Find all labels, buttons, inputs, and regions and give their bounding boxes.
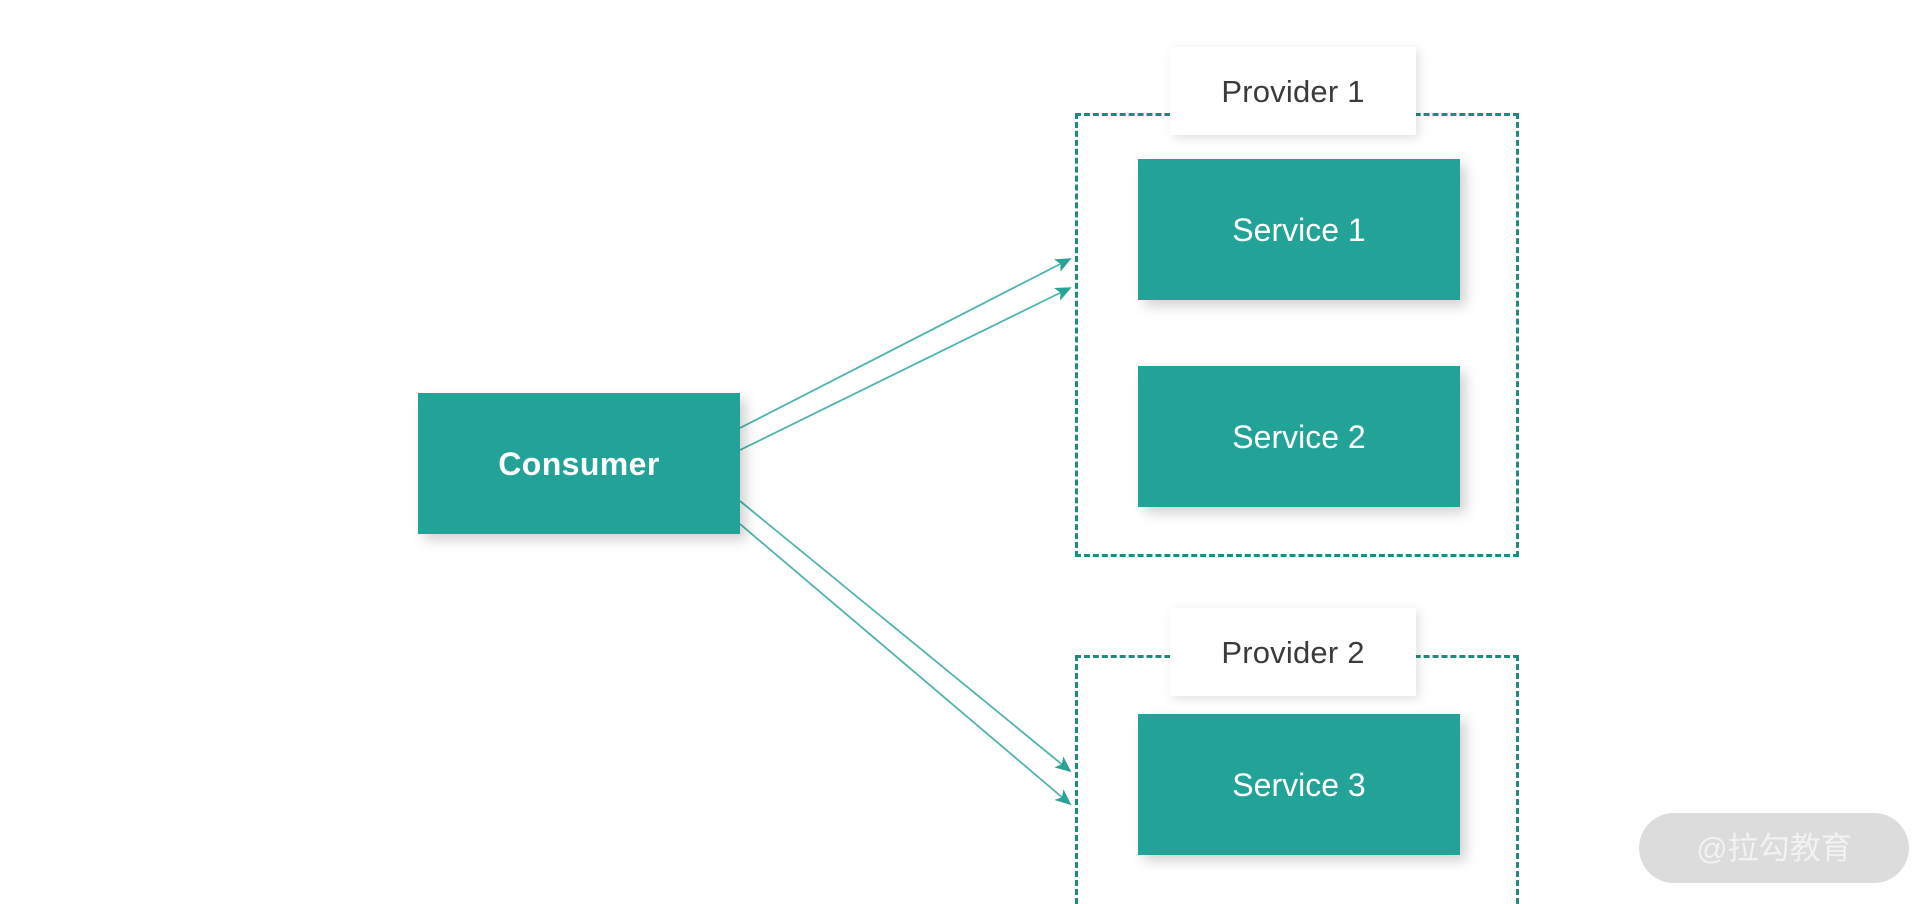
connector-consumer-to-provider-1-b	[739, 287, 1072, 451]
service-2-node[interactable]: Service 2	[1138, 366, 1460, 507]
service-3-node[interactable]: Service 3	[1138, 714, 1460, 855]
connector-consumer-to-provider-2-a	[739, 500, 1072, 773]
watermark-text: @拉勾教育	[1696, 830, 1852, 866]
provider-1-title-chip[interactable]: Provider 1	[1170, 47, 1416, 135]
provider-2-title-chip[interactable]: Provider 2	[1170, 608, 1416, 696]
connector-consumer-to-provider-2-b	[739, 523, 1072, 806]
service-1-node-label: Service 1	[1232, 211, 1366, 248]
service-3-node-label: Service 3	[1232, 766, 1366, 803]
watermark-badge: @拉勾教育	[1639, 813, 1909, 883]
provider-1-title: Provider 1	[1221, 73, 1365, 109]
service-1-node[interactable]: Service 1	[1138, 159, 1460, 300]
provider-2-title: Provider 2	[1221, 634, 1365, 670]
consumer-node-label: Consumer	[498, 445, 660, 482]
consumer-node[interactable]: Consumer	[418, 393, 740, 534]
connector-consumer-to-provider-1-a	[739, 258, 1072, 429]
service-2-node-label: Service 2	[1232, 418, 1366, 455]
